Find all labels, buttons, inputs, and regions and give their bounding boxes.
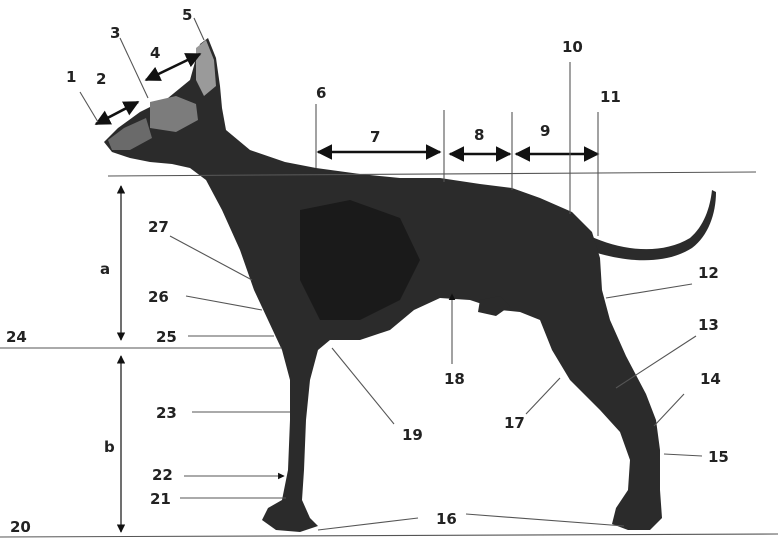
dog-silhouette xyxy=(104,38,716,532)
label-17: 17 xyxy=(504,414,525,432)
label-22: 22 xyxy=(152,466,173,484)
label-26: 26 xyxy=(148,288,169,306)
label-15: 15 xyxy=(708,448,729,466)
label-2: 2 xyxy=(96,70,106,88)
label-13: 13 xyxy=(698,316,719,334)
label-21: 21 xyxy=(150,490,171,508)
label-5: 5 xyxy=(182,6,192,24)
label-a: a xyxy=(100,260,110,278)
pointer-3 xyxy=(120,38,148,98)
pointer-17 xyxy=(526,378,560,414)
label-7: 7 xyxy=(370,128,380,146)
pointer-16-rear xyxy=(466,514,624,526)
pointer-5 xyxy=(194,18,204,40)
pointer-1 xyxy=(80,92,98,122)
label-1: 1 xyxy=(66,68,76,86)
label-10: 10 xyxy=(562,38,583,56)
label-27: 27 xyxy=(148,218,169,236)
label-20: 20 xyxy=(10,518,31,536)
pointer-26 xyxy=(186,296,262,310)
label-11: 11 xyxy=(600,88,621,106)
ground-line xyxy=(0,534,778,537)
pointer-16-front xyxy=(318,518,418,530)
label-12: 12 xyxy=(698,264,719,282)
label-4: 4 xyxy=(150,44,160,62)
label-16: 16 xyxy=(436,510,457,528)
label-25: 25 xyxy=(156,328,177,346)
label-24: 24 xyxy=(6,328,27,346)
label-b: b xyxy=(104,438,115,456)
dog-tail xyxy=(588,190,716,260)
pointer-14 xyxy=(654,394,684,426)
label-23: 23 xyxy=(156,404,177,422)
label-3: 3 xyxy=(110,24,120,42)
label-18: 18 xyxy=(444,370,465,388)
label-19: 19 xyxy=(402,426,423,444)
label-14: 14 xyxy=(700,370,721,388)
label-6: 6 xyxy=(316,84,326,102)
label-8: 8 xyxy=(474,126,484,144)
pointer-15 xyxy=(664,454,702,456)
pointer-19 xyxy=(332,348,394,424)
label-9: 9 xyxy=(540,122,550,140)
pointer-12 xyxy=(606,284,692,298)
